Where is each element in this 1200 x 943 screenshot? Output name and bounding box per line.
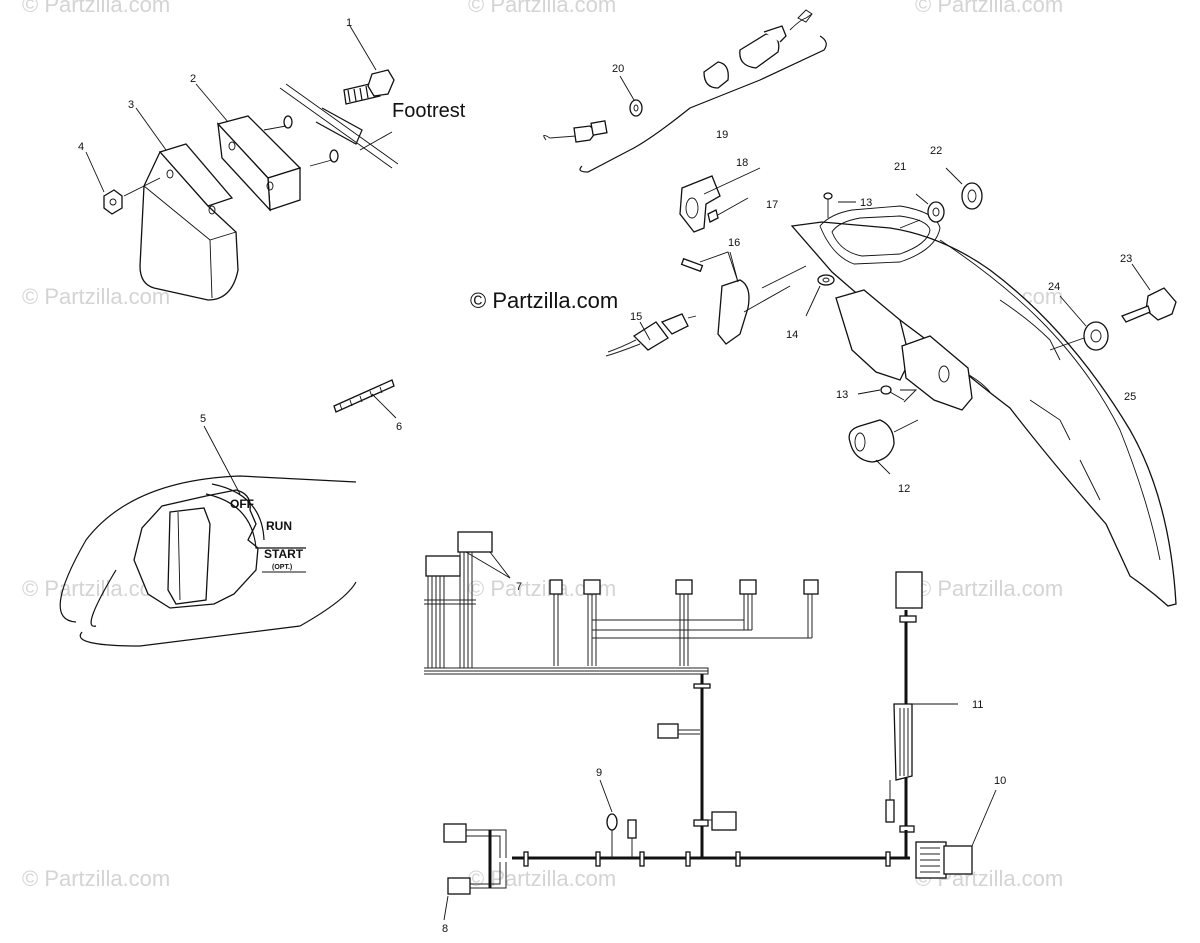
- ignition-switch-panel: [59, 475, 357, 647]
- callout-2: 2: [190, 73, 196, 85]
- nut-part-4: [103, 177, 161, 215]
- console-cover-part-25: [790, 205, 1177, 607]
- callout-24: 24: [1048, 281, 1060, 293]
- callout-leaders: [85, 25, 761, 495]
- cable-tie-part-6: [333, 379, 395, 413]
- callout-16: 16: [728, 237, 740, 249]
- brake-switch-group: [605, 175, 791, 357]
- callout-22: 22: [930, 145, 942, 157]
- watermark-mid-left: © Partzilla.com: [22, 284, 171, 309]
- mudflap-part-3: [139, 143, 239, 301]
- callout-8: 8: [442, 923, 448, 935]
- switch-off-label: OFF: [230, 497, 254, 511]
- watermark-top-left: © Partzilla.com: [22, 0, 171, 17]
- callout-21: 21: [894, 161, 906, 173]
- callout-13-lower: 13: [836, 389, 848, 401]
- switch-run-label: RUN: [266, 519, 292, 533]
- callout-19: 19: [716, 129, 728, 141]
- callout-20: 20: [612, 63, 624, 75]
- callout-7: 7: [516, 581, 522, 593]
- callout-numbers: 1 2 3 4 5 6 7 8 9 10 11 12 13 13 14 15 1…: [78, 17, 1136, 935]
- callout-18: 18: [736, 157, 748, 169]
- callout-11: 11: [972, 699, 983, 711]
- washer-upper: [283, 115, 293, 129]
- callout-13-upper: 13: [860, 197, 872, 209]
- callout-25: 25: [1124, 391, 1136, 403]
- footrest-group: [103, 69, 399, 301]
- callout-9: 9: [596, 767, 602, 779]
- watermark-top-center: © Partzilla.com: [468, 0, 617, 17]
- accessory-socket-group: [543, 9, 827, 173]
- callout-5: 5: [200, 413, 206, 425]
- watermark-bottom-center: © Partzilla.com: [468, 866, 617, 891]
- watermark-low-right: © Partzilla.com: [915, 576, 1064, 601]
- callout-12: 12: [898, 483, 910, 495]
- watermark-top-right: © Partzilla.com: [915, 0, 1064, 17]
- callout-10: 10: [994, 775, 1006, 787]
- watermark-bottom-left: © Partzilla.com: [22, 866, 171, 891]
- callout-3: 3: [128, 99, 134, 111]
- footrest-label: Footrest: [392, 100, 466, 122]
- switch-opt-label: (OPT.): [272, 564, 292, 571]
- callout-6: 6: [396, 421, 402, 433]
- console-small-parts: [761, 167, 1177, 475]
- callout-23: 23: [1120, 253, 1132, 265]
- bolt-part-1: [343, 69, 395, 105]
- callout-14: 14: [786, 329, 798, 341]
- center-watermark: © Partzilla.com: [470, 288, 618, 313]
- callout-17: 17: [766, 199, 778, 211]
- spacer-block-part-2: [216, 115, 302, 212]
- wiring-harness: [424, 531, 997, 921]
- callout-15: 15: [630, 311, 642, 323]
- washer-lower: [329, 149, 339, 163]
- switch-start-label: START: [264, 547, 304, 561]
- callout-4: 4: [78, 141, 84, 153]
- callout-1: 1: [346, 17, 352, 29]
